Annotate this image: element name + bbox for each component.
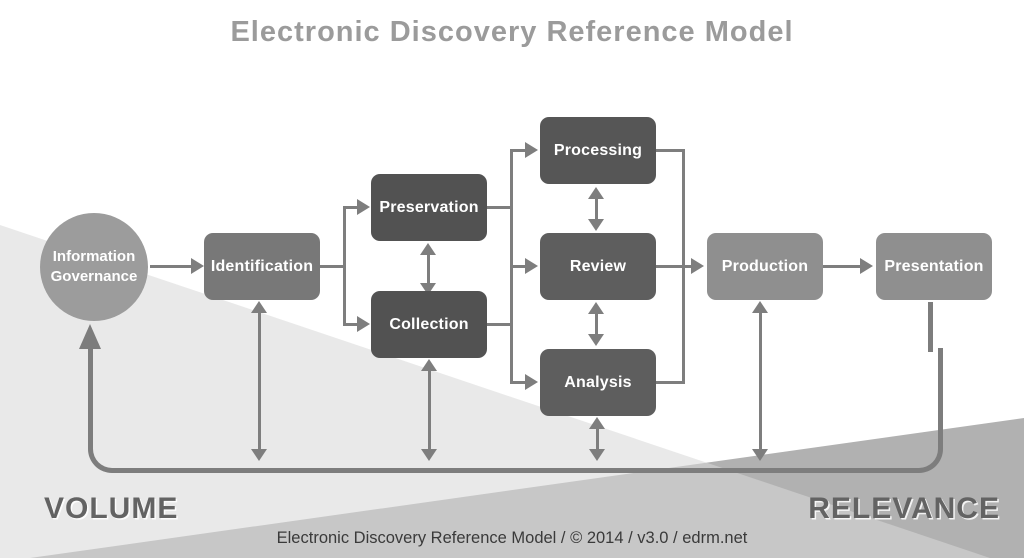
- node-processing: Processing: [540, 117, 656, 184]
- line-preservation-out: [487, 206, 513, 209]
- line-collection-out: [487, 323, 513, 326]
- arrowhead-up-icon: [588, 187, 604, 199]
- feedback-loop-path: [88, 348, 943, 473]
- arrowhead-up-icon: [421, 359, 437, 371]
- node-analysis: Analysis: [540, 349, 656, 416]
- arrowhead-right-icon: [191, 258, 204, 274]
- arrowhead-right-icon: [860, 258, 873, 274]
- arrowhead-right-icon: [525, 374, 538, 390]
- arrowhead-down-icon: [421, 449, 437, 461]
- line-processing-out: [656, 149, 685, 152]
- feedback-loop-presentation-drop: [928, 302, 933, 352]
- arrowhead-right-icon: [525, 142, 538, 158]
- arrow-review-to-production: [656, 265, 692, 268]
- arrow-processing-review: [595, 192, 598, 226]
- node-identification: Identification: [204, 233, 320, 300]
- arrow-governance-to-identification: [150, 265, 192, 268]
- arrowhead-up-icon: [752, 301, 768, 313]
- arrowhead-up-icon: [588, 302, 604, 314]
- arrow-collection-loop: [427, 365, 431, 451]
- arrow-to-processing: [510, 149, 527, 152]
- feedback-loop-arrowhead-up-icon: [79, 324, 101, 349]
- arrowhead-up-icon: [589, 417, 605, 429]
- arrowhead-up-icon: [420, 243, 436, 255]
- page-title: Electronic Discovery Reference Model: [230, 16, 794, 48]
- arrow-review-analysis: [595, 307, 598, 341]
- node-collection: Collection: [371, 291, 487, 358]
- arrow-preservation-collection: [427, 250, 430, 288]
- arrow-to-review: [510, 265, 527, 268]
- arrowhead-down-icon: [588, 219, 604, 231]
- relevance-label: RELEVANCE: [808, 492, 1000, 525]
- arrow-to-preservation: [343, 206, 359, 209]
- arrowhead-right-icon: [357, 199, 370, 215]
- arrowhead-down-icon: [251, 449, 267, 461]
- arrowhead-right-icon: [357, 316, 370, 332]
- arrow-to-analysis: [510, 381, 527, 384]
- line-identification-out: [320, 265, 346, 268]
- arrow-analysis-loop: [595, 423, 599, 451]
- arrowhead-down-icon: [589, 449, 605, 461]
- arrowhead-down-icon: [752, 449, 768, 461]
- node-information-governance: Information Governance: [40, 213, 148, 321]
- arrow-production-loop: [758, 308, 762, 451]
- arrow-identification-loop: [257, 308, 261, 451]
- footer-credit: Electronic Discovery Reference Model / ©…: [276, 529, 748, 547]
- arrowhead-down-icon: [588, 334, 604, 346]
- node-production: Production: [707, 233, 823, 300]
- volume-label: VOLUME: [44, 492, 179, 525]
- line-analysis-out: [656, 381, 685, 384]
- arrowhead-up-icon: [251, 301, 267, 313]
- node-review: Review: [540, 233, 656, 300]
- node-presentation: Presentation: [876, 233, 992, 300]
- arrowhead-right-icon: [525, 258, 538, 274]
- arrow-to-collection: [343, 323, 359, 326]
- line-identification-split: [343, 206, 346, 326]
- node-preservation: Preservation: [371, 174, 487, 241]
- arrowhead-right-icon: [691, 258, 704, 274]
- arrow-production-to-presentation: [823, 265, 861, 268]
